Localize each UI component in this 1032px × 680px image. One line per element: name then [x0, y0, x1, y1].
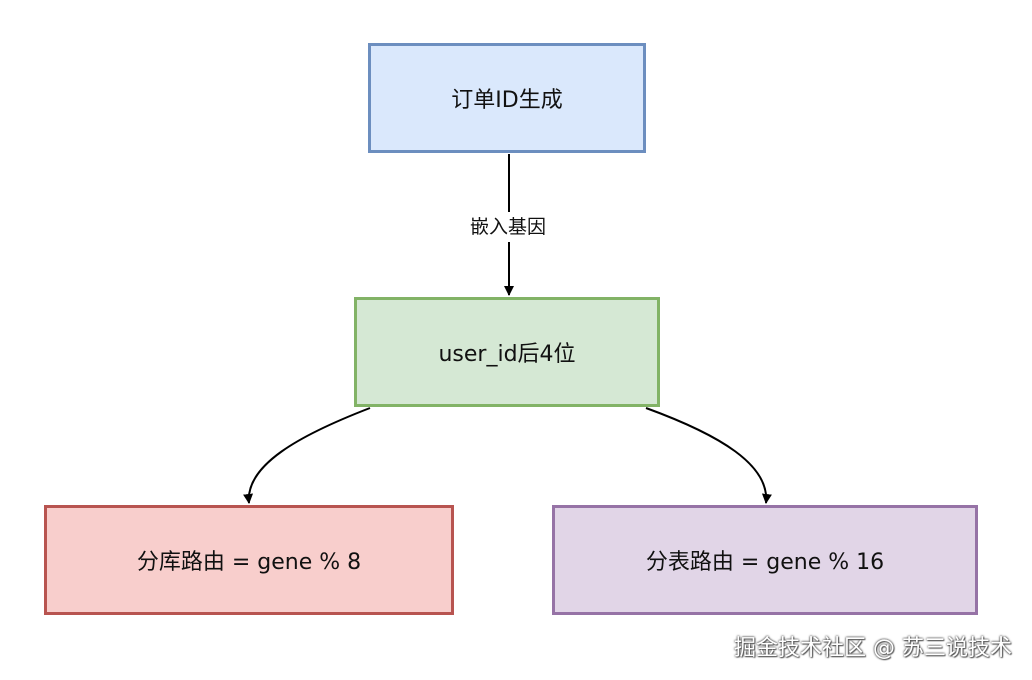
- database-routing-label: 分库路由 = gene % 8: [136, 550, 362, 575]
- edge-user-to-db: [243, 407, 371, 504]
- user-id-last-digits-node: user_id后4位: [354, 297, 660, 407]
- order-id-generation-node: 订单ID生成: [368, 43, 646, 153]
- watermark-text: 掘金技术社区 @ 苏三说技术: [734, 636, 1012, 661]
- database-routing-node: 分库路由 = gene % 8: [44, 505, 454, 615]
- edge-user-to-table: [645, 407, 772, 504]
- user-id-last-digits-label: user_id后4位: [438, 342, 576, 367]
- embed-gene-edge-label: 嵌入基因: [448, 212, 568, 242]
- order-id-generation-label: 订单ID生成: [451, 88, 563, 113]
- table-routing-node: 分表路由 = gene % 16: [552, 505, 978, 615]
- table-routing-label: 分表路由 = gene % 16: [645, 550, 885, 575]
